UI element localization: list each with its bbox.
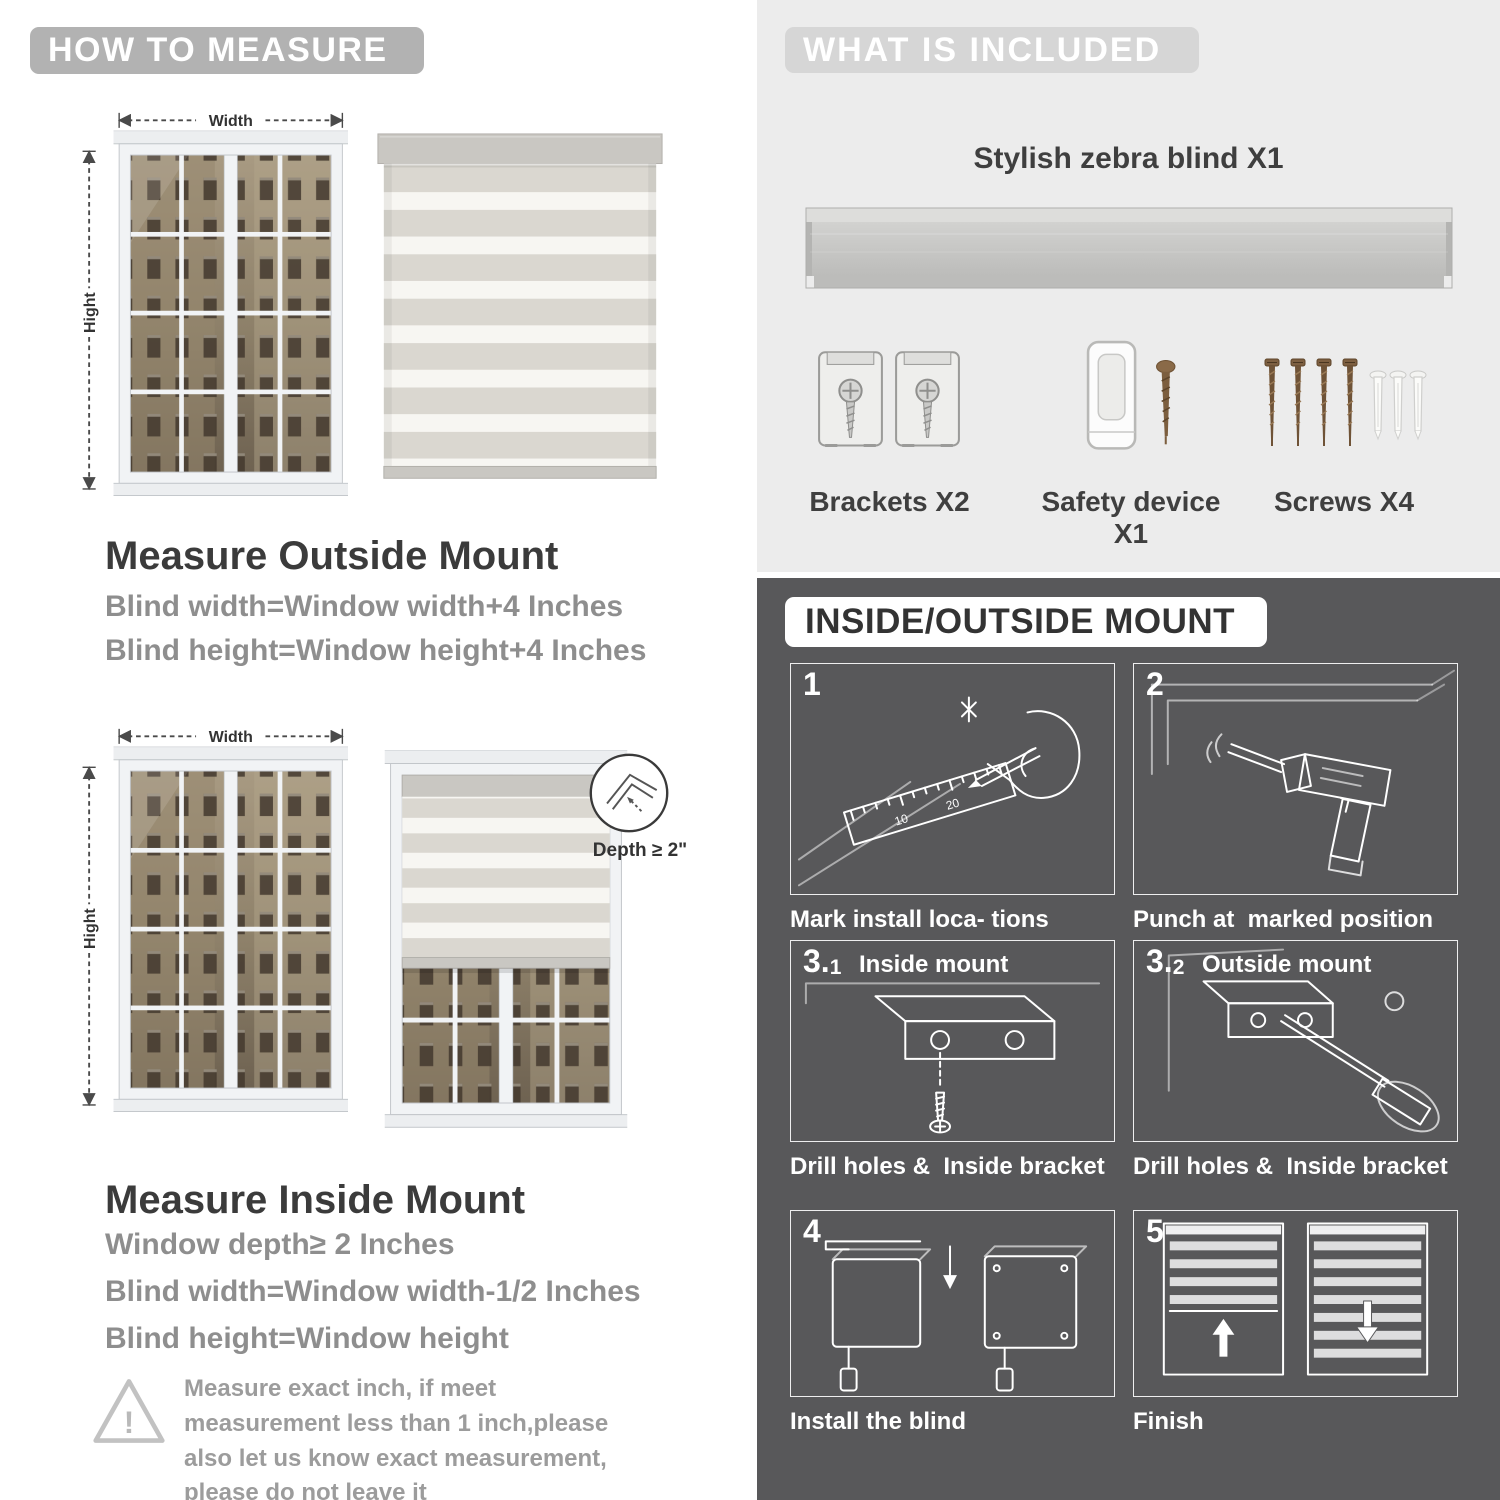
step-number: 1: [803, 666, 821, 702]
measurement-warning-text: Measure exact inch, if meet measurement …: [184, 1375, 609, 1500]
depth-requirement-label: Depth ≥ 2": [592, 840, 688, 861]
safety-device-label: Safety device X1: [1041, 486, 1221, 549]
zebra-blind-inside-mount-illustration: [384, 749, 628, 1128]
step-5-art-finish: [1162, 1222, 1429, 1376]
warning-exclamation: !: [124, 1405, 134, 1440]
step-3-1-art-inside-bracket: [804, 982, 1101, 1134]
step-2-caption: Punch at marked position: [1133, 906, 1434, 933]
step-5-caption: Finish: [1133, 1408, 1204, 1435]
width-label: Width: [209, 729, 253, 746]
step-2-box: 2: [1133, 663, 1458, 895]
step-4-caption: Install the blind: [790, 1408, 967, 1435]
brackets-label: Brackets X2: [809, 486, 970, 517]
step-number: 4: [803, 1213, 821, 1249]
step-1-box: 10 20 1: [790, 663, 1115, 895]
headrail-illustration: [805, 207, 1453, 289]
inside-formula-depth: Window depth≥ 2 Inches: [105, 1228, 455, 1261]
height-label: Hight: [82, 908, 99, 949]
ruler-number-20: 20: [944, 795, 961, 812]
step-number: 3.: [1146, 943, 1173, 979]
height-label: Hight: [82, 292, 99, 333]
brackets-icon: [818, 351, 960, 448]
zebra-blind-product-label: Stylish zebra blind X1: [973, 142, 1284, 175]
what-is-included-panel: WHAT IS INCLUDED Stylish zebra blind X1: [757, 0, 1500, 572]
ruler-number-10: 10: [893, 811, 910, 828]
step-number: 2: [1146, 666, 1164, 702]
safety-device-icon: [1086, 340, 1176, 450]
screws-icon: [1264, 358, 1427, 446]
zebra-blind-closed-illustration: [377, 133, 663, 479]
step-3-1-box: 3.1 Inside mount: [790, 940, 1115, 1142]
step-3-1-caption: Drill holes & Inside bracket: [790, 1153, 1105, 1180]
step-number: 5: [1146, 1213, 1164, 1249]
warning-triangle-icon: !: [93, 1379, 165, 1443]
inside-formula-width: Blind width=Window width-1/2 Inches: [105, 1275, 641, 1308]
step-4-box: 4: [790, 1210, 1115, 1397]
step-3-2-box: 3.2 Outside mount: [1133, 940, 1458, 1142]
step-3-2-caption: Drill holes & Inside bracket: [1133, 1153, 1448, 1180]
width-label: Width: [209, 113, 253, 130]
outside-formula-width: Blind width=Window width+4 Inches: [105, 590, 624, 623]
step-2: 2 Punch at marked position: [1133, 663, 1458, 934]
outside-mount-title: Measure Outside Mount: [105, 534, 559, 578]
mount-instructions-panel: INSIDE/OUTSIDE MOUNT 10 20: [757, 578, 1500, 1500]
step-sub-label: Outside mount: [1202, 951, 1372, 978]
step-1: 10 20 1 Mark install loca- tions: [790, 663, 1115, 934]
mount-header: INSIDE/OUTSIDE MOUNT: [785, 597, 1267, 647]
inside-formula-height: Blind height=Window height: [105, 1322, 509, 1355]
step-5: 5 Finish: [1133, 1210, 1458, 1436]
outside-formula-height: Blind height=Window height+4 Inches: [105, 634, 647, 667]
step-1-art-mark-locations: 10 20: [797, 696, 1081, 887]
step-3-1: 3.1 Inside mount Drill holes & Inside br…: [790, 940, 1115, 1181]
step-4: 4 Install the blind: [790, 1210, 1115, 1436]
step-1-caption: Mark install loca- tions: [790, 906, 1049, 933]
how-to-measure-panel: HOW TO MEASURE Width Hight: [30, 27, 688, 1500]
inside-mount-title: Measure Inside Mount: [105, 1178, 526, 1222]
how-to-measure-header: HOW TO MEASURE: [30, 27, 424, 74]
step-sub-label: Inside mount: [859, 951, 1009, 978]
step-number: 3.: [803, 943, 830, 979]
step-5-box: 5: [1133, 1210, 1458, 1397]
step-3-2: 3.2 Outside mount Drill holes & Inside b…: [1133, 940, 1458, 1181]
depth-magnifier-icon: [589, 753, 669, 833]
step-4-art-install-blind: [824, 1240, 1088, 1392]
step-2-art-drill: [1150, 669, 1456, 877]
window-measure-inside-illustration: Width Hight: [82, 728, 348, 1112]
window-measure-outside-illustration: Width Hight: [82, 112, 348, 496]
what-is-included-header: WHAT IS INCLUDED: [785, 27, 1199, 73]
step-3-2-art-outside-bracket: [1167, 948, 1440, 1133]
screws-label: Screws X4: [1273, 486, 1415, 517]
